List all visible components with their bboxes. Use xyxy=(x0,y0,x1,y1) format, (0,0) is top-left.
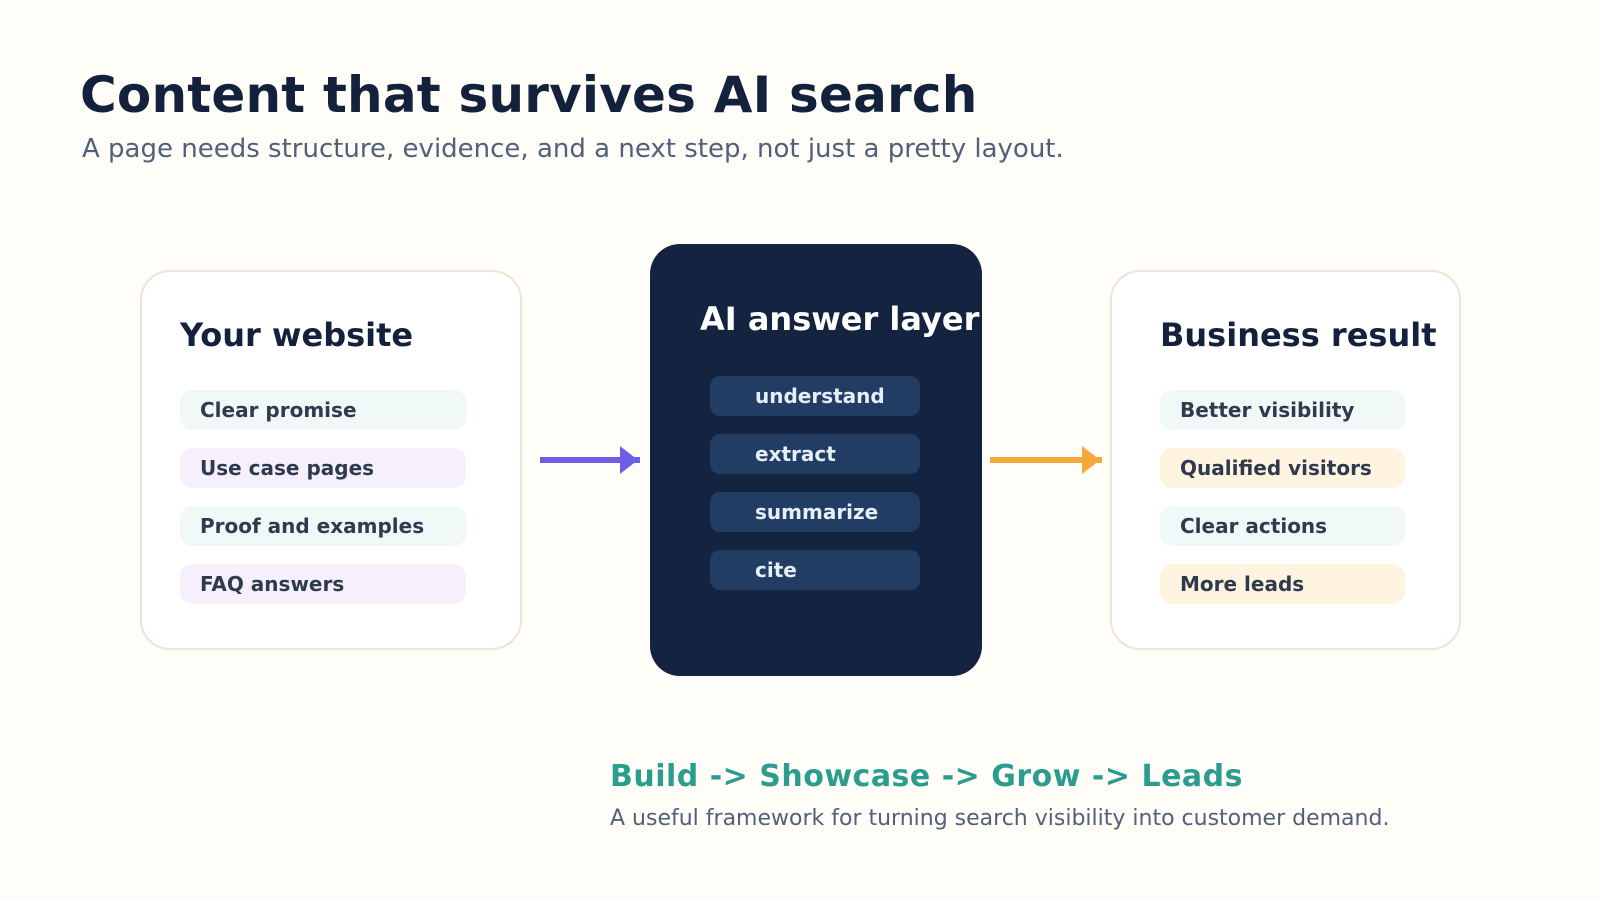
ai-step-summarize: summarize xyxy=(710,492,920,532)
page-title: Content that survives AI search xyxy=(80,66,978,124)
framework-heading: Build -> Showcase -> Grow -> Leads xyxy=(610,759,1243,794)
result-item-better-visibility: Better visibility xyxy=(1160,390,1405,430)
ai-step-cite: cite xyxy=(710,550,920,590)
website-item-faq-answers: FAQ answers xyxy=(180,564,466,604)
ai-layer-title: AI answer layer xyxy=(700,300,980,338)
website-item-clear-promise: Clear promise xyxy=(180,390,466,430)
result-card-title: Business result xyxy=(1160,316,1437,354)
business-result-card: Business result Better visibility Qualif… xyxy=(1110,270,1461,650)
ai-step-extract: extract xyxy=(710,434,920,474)
result-item-more-leads: More leads xyxy=(1160,564,1405,604)
arrow-right-icon xyxy=(540,446,640,474)
framework-description: A useful framework for turning search vi… xyxy=(610,806,1390,831)
page-subtitle: A page needs structure, evidence, and a … xyxy=(82,134,1064,164)
website-card: Your website Clear promise Use case page… xyxy=(140,270,522,650)
arrow-right-icon xyxy=(990,446,1102,474)
website-card-title: Your website xyxy=(180,316,414,354)
ai-step-understand: understand xyxy=(710,376,920,416)
website-item-proof-and-examples: Proof and examples xyxy=(180,506,466,546)
result-item-clear-actions: Clear actions xyxy=(1160,506,1405,546)
website-item-use-case-pages: Use case pages xyxy=(180,448,466,488)
ai-answer-layer-panel: AI answer layer understand extract summa… xyxy=(650,244,982,676)
result-item-qualified-visitors: Qualified visitors xyxy=(1160,448,1405,488)
